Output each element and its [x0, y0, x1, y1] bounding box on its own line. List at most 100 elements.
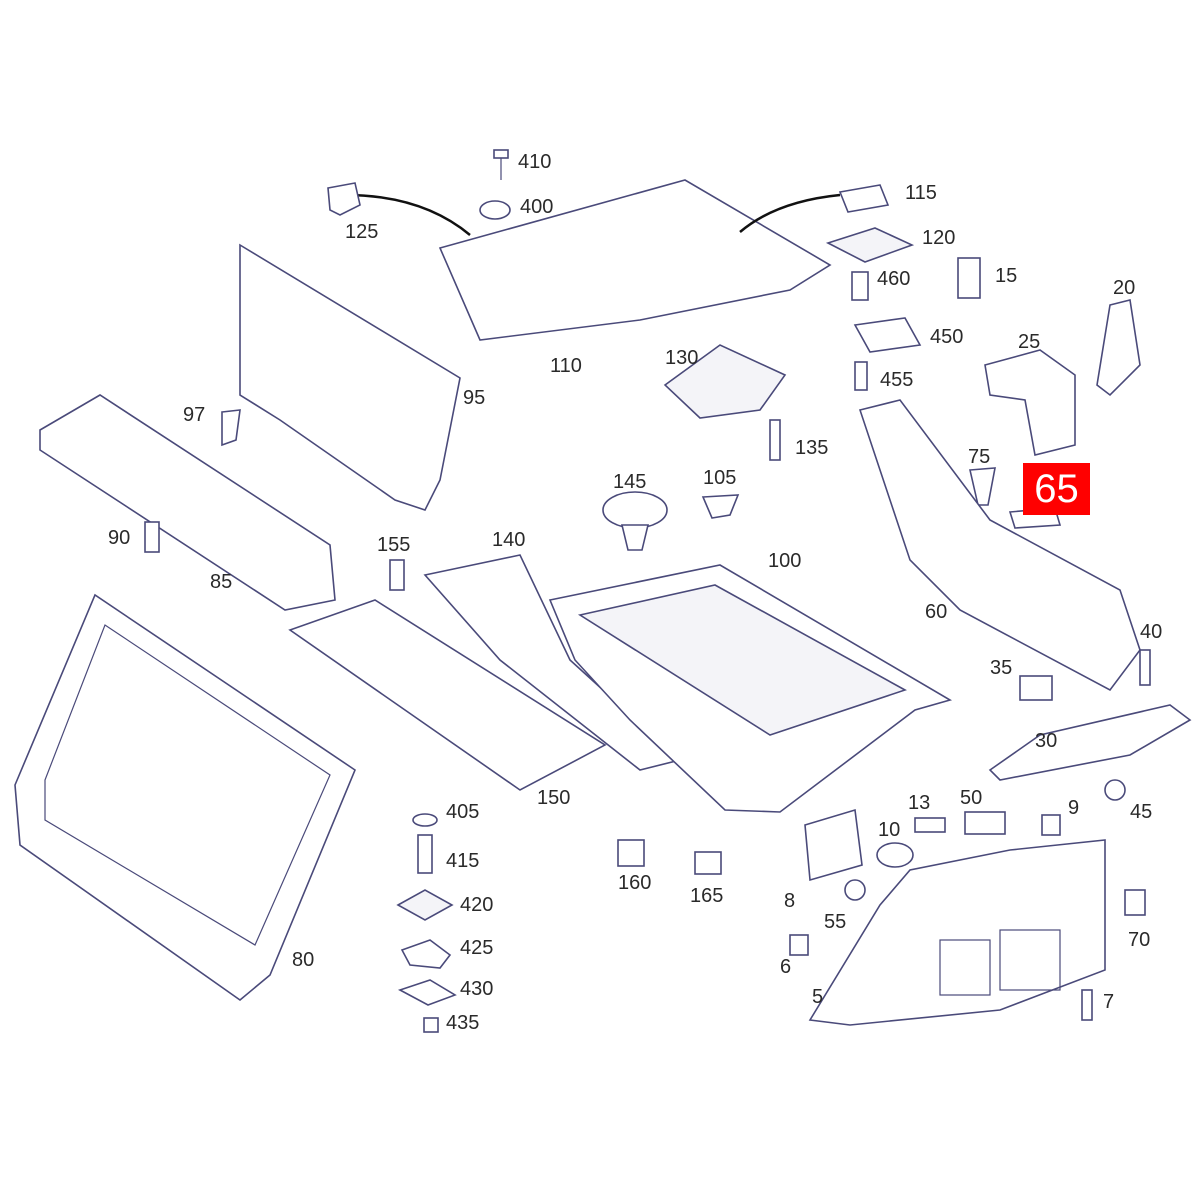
part-label: 40 — [1140, 621, 1163, 643]
part-label: 135 — [795, 437, 829, 459]
part-60 — [858, 399, 1141, 692]
part-9 — [1041, 814, 1061, 836]
part-155 — [389, 559, 405, 591]
part-label: 425 — [460, 937, 494, 959]
part-label: 125 — [345, 221, 379, 243]
part-label: 415 — [446, 850, 480, 872]
part-90 — [144, 521, 160, 553]
part-label: 97 — [183, 404, 206, 426]
part-label: 60 — [925, 601, 948, 623]
part-425 — [400, 939, 452, 969]
part-80 — [14, 593, 356, 1002]
part-label: 13 — [908, 792, 931, 814]
part-115 — [838, 184, 890, 213]
part-460 — [851, 271, 869, 301]
part-30 — [988, 704, 1192, 781]
part-10 — [876, 842, 914, 868]
part-160 — [617, 839, 645, 867]
part-label: 140 — [492, 529, 526, 551]
part-label: 6 — [780, 956, 792, 978]
part-label: 405 — [446, 801, 480, 823]
part-label: 50 — [960, 787, 983, 809]
part-97 — [221, 409, 241, 447]
part-125 — [327, 182, 361, 216]
part-435 — [423, 1017, 439, 1033]
part-label: 25 — [1018, 331, 1041, 353]
part-label: 7 — [1103, 991, 1115, 1013]
part-55 — [844, 879, 866, 901]
part-415 — [417, 834, 433, 874]
part-150 — [288, 599, 607, 791]
part-label: 20 — [1113, 277, 1136, 299]
part-label: 9 — [1068, 797, 1080, 819]
part-label: 400 — [520, 196, 554, 218]
part-label: 110 — [550, 355, 582, 377]
part-label: 105 — [703, 467, 737, 489]
part-130 — [663, 344, 787, 419]
part-label: 10 — [878, 819, 901, 841]
part-165 — [694, 851, 722, 875]
part-5 — [808, 839, 1106, 1026]
part-label: 155 — [377, 534, 411, 556]
part-label: 8 — [784, 890, 796, 912]
part-label: 450 — [930, 326, 964, 348]
part-label: 85 — [210, 571, 233, 593]
part-label: 165 — [690, 885, 724, 907]
part-label: 115 — [905, 182, 937, 204]
part-label: 430 — [460, 978, 494, 1000]
part-label: 420 — [460, 894, 494, 916]
part-40 — [1139, 649, 1151, 686]
part-20 — [1096, 299, 1141, 397]
part-450 — [853, 317, 922, 353]
part-label: 100 — [768, 550, 802, 572]
part-label: 30 — [1035, 730, 1058, 752]
part-35 — [1019, 675, 1053, 701]
arrow-115 — [739, 193, 841, 233]
part-label: 435 — [446, 1012, 480, 1034]
part-label: 460 — [877, 268, 911, 290]
part-45 — [1104, 779, 1126, 801]
part-420 — [396, 889, 454, 921]
part-label: 35 — [990, 657, 1013, 679]
highlighted-part-65-label: 65 — [1023, 463, 1090, 515]
part-6 — [789, 934, 809, 956]
part-7 — [1081, 989, 1093, 1021]
part-label: 55 — [824, 911, 847, 933]
part-25 — [984, 349, 1076, 456]
part-95 — [239, 243, 461, 511]
part-label: 45 — [1130, 801, 1153, 823]
part-label: 455 — [880, 369, 914, 391]
part-label: 80 — [292, 949, 315, 971]
part-15 — [957, 257, 981, 299]
part-8 — [804, 808, 863, 882]
part-400 — [479, 200, 511, 220]
part-135 — [769, 419, 781, 461]
part-label: 5 — [812, 986, 824, 1008]
part-label: 145 — [613, 471, 647, 493]
part-70 — [1124, 889, 1146, 916]
part-label: 70 — [1128, 929, 1151, 951]
part-145 — [602, 491, 668, 529]
part-label: 15 — [995, 265, 1018, 287]
part-label: 150 — [537, 787, 571, 809]
part-455 — [854, 361, 868, 391]
part-label: 120 — [922, 227, 956, 249]
part-105 — [701, 494, 740, 519]
part-120 — [825, 227, 915, 263]
part-410 — [493, 149, 509, 159]
part-85 — [39, 394, 336, 611]
part-label: 95 — [463, 387, 486, 409]
part-75 — [969, 467, 996, 506]
part-label: 75 — [968, 446, 991, 468]
part-label: 160 — [618, 872, 652, 894]
part-430 — [397, 979, 457, 1006]
part-110-load-floor — [438, 179, 832, 341]
part-50 — [964, 811, 1006, 835]
part-label: 130 — [665, 347, 699, 369]
part-label: 90 — [108, 527, 131, 549]
arrow-125 — [344, 193, 471, 236]
part-13 — [914, 817, 946, 833]
part-405 — [412, 813, 438, 827]
